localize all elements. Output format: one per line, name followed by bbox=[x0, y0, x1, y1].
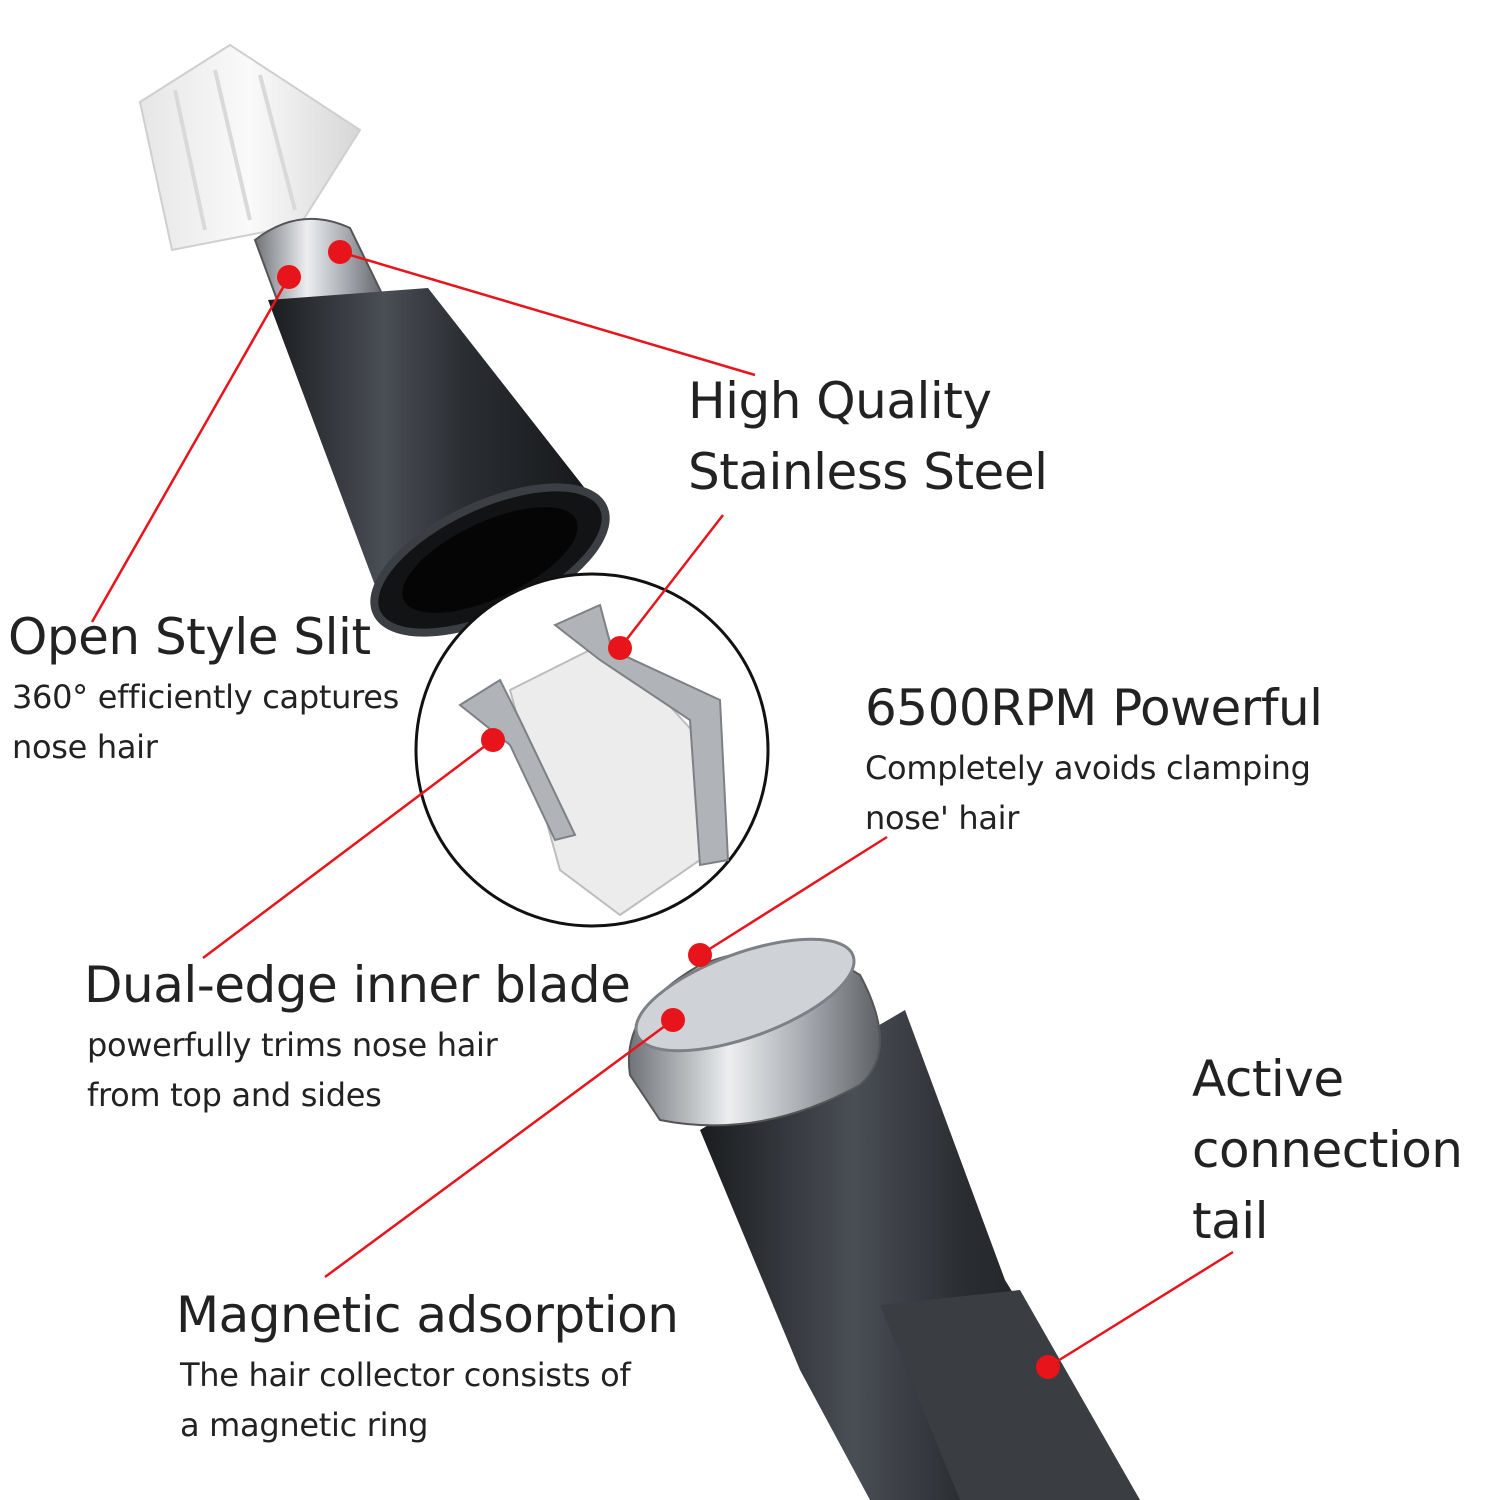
label-rpm-title: 6500RPM Powerful bbox=[865, 679, 1323, 737]
label-open-slit-desc1: 360° efficiently captures bbox=[12, 678, 400, 716]
callout-dots bbox=[277, 240, 1060, 1379]
label-open-slit: Open Style Slit 360° efficiently capture… bbox=[8, 602, 399, 772]
label-open-slit-desc2: nose hair bbox=[12, 727, 158, 766]
label-rpm-desc1: Completely avoids clamping bbox=[865, 749, 1311, 787]
callout-dot-icon bbox=[277, 265, 301, 289]
label-active-tail-line2: connection bbox=[1192, 1121, 1463, 1179]
callout-dot-icon bbox=[661, 1008, 685, 1032]
label-high-quality-line1: High Quality bbox=[688, 372, 992, 430]
label-active-tail-line3: tail bbox=[1192, 1192, 1269, 1250]
label-high-quality-line2: Stainless Steel bbox=[688, 443, 1048, 501]
label-dual-blade-desc1: powerfully trims nose hair bbox=[87, 1026, 498, 1064]
callout-dot-icon bbox=[328, 240, 352, 264]
trimmer-body bbox=[627, 937, 1140, 1500]
protective-cap bbox=[138, 43, 362, 252]
callout-dot-icon bbox=[1036, 1355, 1060, 1379]
label-active-tail-line1: Active bbox=[1192, 1050, 1344, 1108]
label-dual-blade-desc2: from top and sides bbox=[87, 1075, 382, 1114]
label-dual-blade-title: Dual-edge inner blade bbox=[84, 956, 631, 1014]
blade-zoom-circle bbox=[414, 572, 770, 928]
label-magnetic: Magnetic adsorption The hair collector c… bbox=[176, 1280, 679, 1450]
label-dual-blade: Dual-edge inner blade powerfully trims n… bbox=[84, 950, 631, 1120]
label-rpm: 6500RPM Powerful Completely avoids clamp… bbox=[865, 673, 1323, 843]
cutting-head bbox=[253, 217, 610, 637]
label-rpm-desc2: nose' hair bbox=[865, 798, 1020, 837]
label-high-quality: High Quality Stainless Steel bbox=[688, 366, 1048, 508]
label-active-tail: Active connection tail bbox=[1192, 1044, 1463, 1257]
callout-dot-icon bbox=[481, 728, 505, 752]
callout-dot-icon bbox=[688, 943, 712, 967]
label-open-slit-title: Open Style Slit bbox=[8, 608, 371, 666]
label-magnetic-desc1: The hair collector consists of bbox=[180, 1356, 631, 1394]
label-magnetic-desc2: a magnetic ring bbox=[180, 1405, 429, 1444]
label-magnetic-title: Magnetic adsorption bbox=[176, 1286, 679, 1344]
callout-dot-icon bbox=[608, 636, 632, 660]
callout-lines bbox=[90, 250, 1234, 1369]
